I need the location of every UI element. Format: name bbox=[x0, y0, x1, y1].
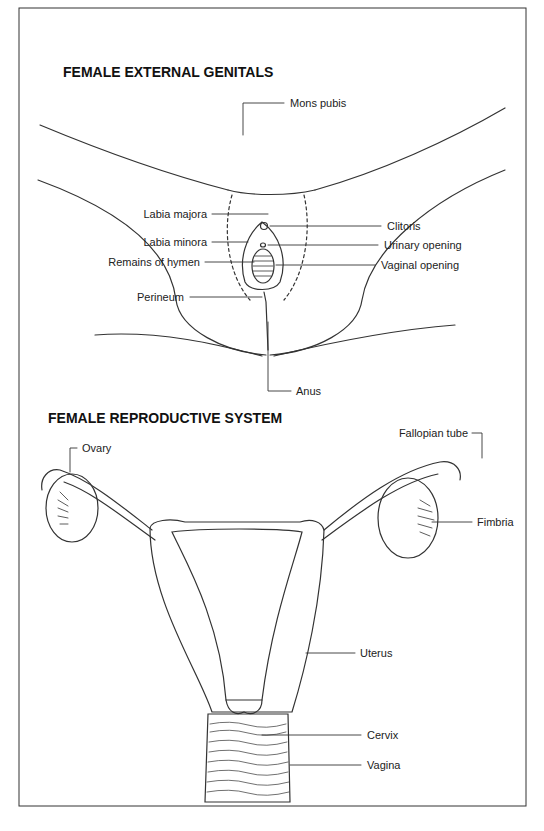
frame bbox=[19, 8, 526, 806]
vulva bbox=[242, 222, 283, 350]
part-label: Perineum bbox=[137, 291, 184, 304]
part-label: Urinary opening bbox=[384, 239, 462, 252]
leader-lines bbox=[70, 103, 482, 765]
part-label: Cervix bbox=[367, 729, 398, 742]
part-label: Clitoris bbox=[387, 220, 421, 233]
part-label: Remains of hymen bbox=[108, 256, 200, 269]
diagram-title: FEMALE EXTERNAL GENITALS bbox=[63, 64, 273, 81]
part-label: Ovary bbox=[82, 442, 111, 455]
section-heading: FEMALE REPRODUCTIVE SYSTEM bbox=[48, 410, 282, 427]
part-label: Fallopian tube bbox=[399, 427, 468, 440]
body-outline bbox=[38, 108, 505, 356]
part-label: Anus bbox=[296, 385, 321, 398]
part-label: Labia minora bbox=[143, 236, 207, 249]
part-label: Uterus bbox=[360, 647, 392, 660]
part-label: Labia majora bbox=[143, 208, 207, 221]
part-label: Fimbria bbox=[477, 516, 514, 529]
part-label: Vagina bbox=[367, 759, 400, 772]
part-label: Mons pubis bbox=[290, 97, 346, 110]
uterus-figure bbox=[42, 462, 461, 802]
part-label: Vaginal opening bbox=[381, 259, 459, 272]
